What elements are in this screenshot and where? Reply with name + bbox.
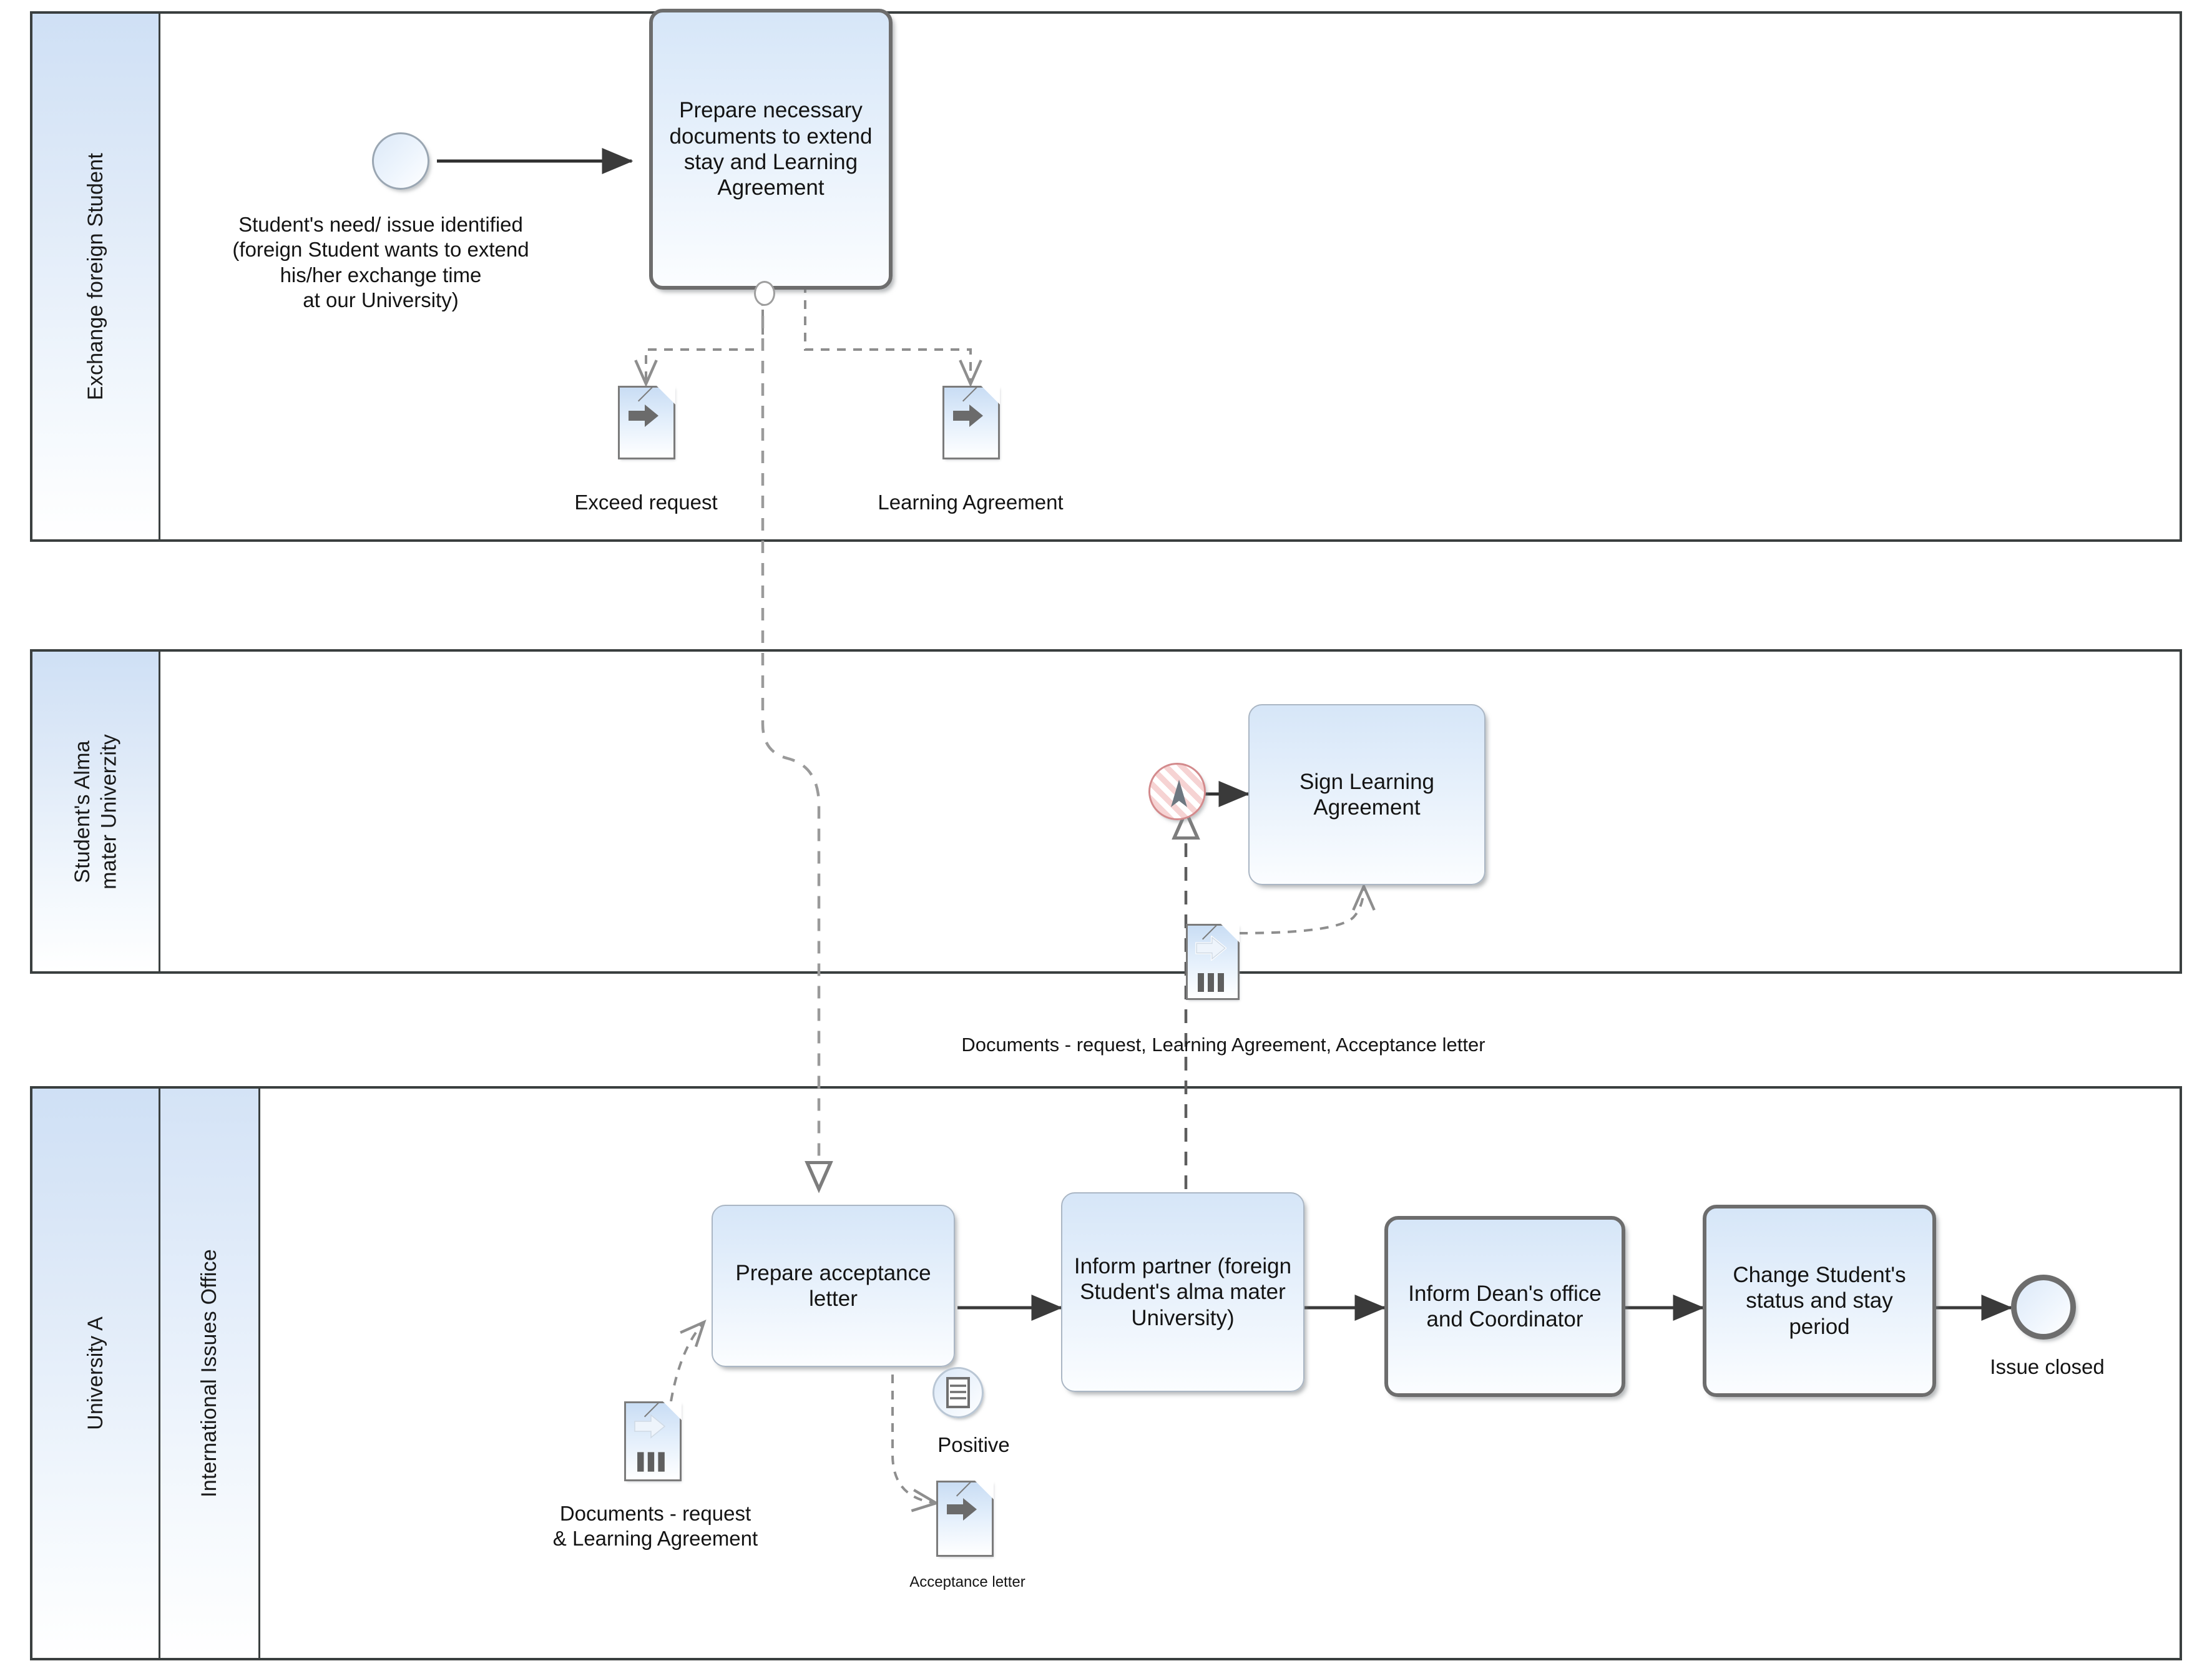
- task-inform-partner[interactable]: Inform partner (foreign Student's alma m…: [1061, 1192, 1304, 1392]
- start-event-label: Student's need/ issue identified (foreig…: [232, 213, 529, 311]
- data-object-university-bundle[interactable]: [624, 1401, 682, 1481]
- task-label: Inform partner (foreign Student's alma m…: [1074, 1254, 1292, 1330]
- data-object-learning-agreement[interactable]: [942, 386, 1000, 459]
- page-fold-icon: [975, 1481, 994, 1499]
- boundary-event-positive-label: Positive: [937, 1433, 1010, 1456]
- lane-label-alma-mater-university: Student's Alma mater Univerzity: [70, 733, 121, 889]
- rule-document-icon: [946, 1377, 970, 1408]
- task-label: Sign Learning Agreement: [1299, 769, 1434, 820]
- pool-alma-mater-university: Student's Alma mater Univerzity: [30, 649, 2182, 974]
- end-event-issue-closed-label: Issue closed: [1990, 1355, 2105, 1378]
- lane-label-university-a: University A: [83, 1316, 107, 1430]
- collection-marker-icon: [637, 1452, 665, 1472]
- task-prepare-acceptance-letter[interactable]: Prepare acceptance letter: [712, 1205, 955, 1367]
- arrow-right-icon: [634, 1414, 666, 1439]
- task-label: Prepare acceptance letter: [735, 1260, 931, 1311]
- page-fold-icon: [981, 386, 1000, 404]
- lane-header-alma-mater-university: Student's Alma mater Univerzity: [32, 652, 160, 971]
- page-fold-icon: [657, 386, 675, 404]
- task-connector-dot: [754, 281, 775, 306]
- data-object-exceed-request-label: Exceed request: [574, 491, 718, 514]
- task-inform-deans-office[interactable]: Inform Dean's office and Coordinator: [1384, 1216, 1625, 1397]
- task-sign-learning-agreement[interactable]: Sign Learning Agreement: [1248, 704, 1485, 885]
- arrow-right-icon: [1195, 936, 1226, 961]
- lane-label-exchange-foreign-student: Exchange foreign Student: [83, 152, 107, 401]
- arrow-right-icon: [947, 1498, 977, 1521]
- message-icon: [1171, 780, 1187, 807]
- task-label: Prepare necessary documents to extend st…: [669, 98, 873, 200]
- data-object-university-bundle-label: Documents - request & Learning Agreement: [552, 1502, 758, 1551]
- page-fold-icon: [663, 1401, 682, 1420]
- end-event-issue-closed[interactable]: [2011, 1275, 2076, 1340]
- pool-exchange-foreign-student: Exchange foreign Student: [30, 11, 2182, 542]
- lane-label-international-issues-office: International Issues Office: [197, 1249, 222, 1497]
- data-object-acceptance-letter[interactable]: [936, 1481, 994, 1557]
- task-label: Change Student's status and stay period: [1733, 1263, 1906, 1339]
- arrow-right-icon: [953, 404, 983, 427]
- data-object-exceed-request[interactable]: [618, 386, 675, 459]
- lane-header-university-a: University A: [32, 1089, 160, 1658]
- task-change-student-status[interactable]: Change Student's status and stay period: [1703, 1205, 1936, 1397]
- task-prepare-necessary-documents[interactable]: Prepare necessary documents to extend st…: [649, 9, 893, 290]
- message-start-event-sign-la[interactable]: [1148, 763, 1206, 820]
- lane-header-international-issues-office: International Issues Office: [160, 1089, 260, 1658]
- data-object-alma-mater-bundle[interactable]: [1186, 924, 1240, 1000]
- lane-header-exchange-foreign-student: Exchange foreign Student: [32, 14, 160, 539]
- message-flow-annotation: Documents - request, Learning Agreement,…: [961, 1034, 1485, 1056]
- arrow-right-icon: [629, 404, 658, 427]
- data-object-acceptance-letter-label: Acceptance letter: [909, 1574, 1025, 1590]
- data-object-learning-agreement-label: Learning Agreement: [878, 491, 1064, 514]
- page-fold-icon: [1221, 924, 1240, 943]
- collection-marker-icon: [1198, 973, 1224, 992]
- task-label: Inform Dean's office and Coordinator: [1408, 1281, 1602, 1331]
- start-event-student-need[interactable]: [372, 132, 429, 190]
- boundary-event-positive[interactable]: [932, 1367, 984, 1418]
